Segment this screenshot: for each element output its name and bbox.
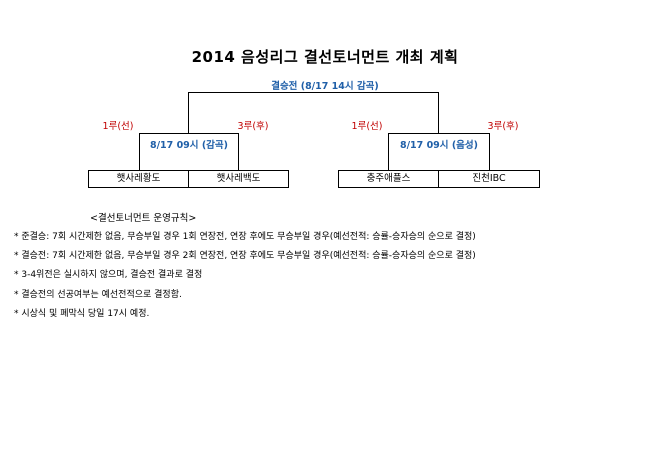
rule-item: * 결승전: 7회 시간제한 없음, 무승부일 경우 2회 연장전, 연장 후에… <box>14 251 476 261</box>
page-title: 2014 음성리그 결선토너먼트 개최 계획 <box>191 48 459 66</box>
team-box-right-a: 충주애플스 <box>338 170 439 188</box>
right-seed-1: 1루(선) <box>351 121 383 132</box>
left-semi-label: 8/17 09시 (감곡) <box>149 140 229 151</box>
rule-item: * 시상식 및 폐막식 당일 17시 예정. <box>14 309 150 319</box>
right-semi-label: 8/17 09시 (음성) <box>399 140 479 151</box>
team-box-left-a: 햇사레황도 <box>88 170 189 188</box>
team-box-right-b: 진천IBC <box>438 170 540 188</box>
rule-item: * 결승전의 선공여부는 예선전적으로 결정함. <box>14 290 182 300</box>
rules-heading: <결선토너먼트 운영규칙> <box>90 213 197 224</box>
final-match-label: 결승전 (8/17 14시 감곡) <box>271 81 379 92</box>
team-box-left-b: 햇사레백도 <box>188 170 289 188</box>
left-seed-1: 1루(선) <box>102 121 134 132</box>
left-seed-3: 3루(후) <box>237 121 269 132</box>
rule-item: * 준결승: 7회 시간제한 없음, 무승부일 경우 1회 연장전, 연장 후에… <box>14 232 476 242</box>
rule-item: * 3-4위전은 실시하지 않으며, 결승전 결과로 결정 <box>14 270 203 280</box>
right-seed-3: 3루(후) <box>487 121 519 132</box>
